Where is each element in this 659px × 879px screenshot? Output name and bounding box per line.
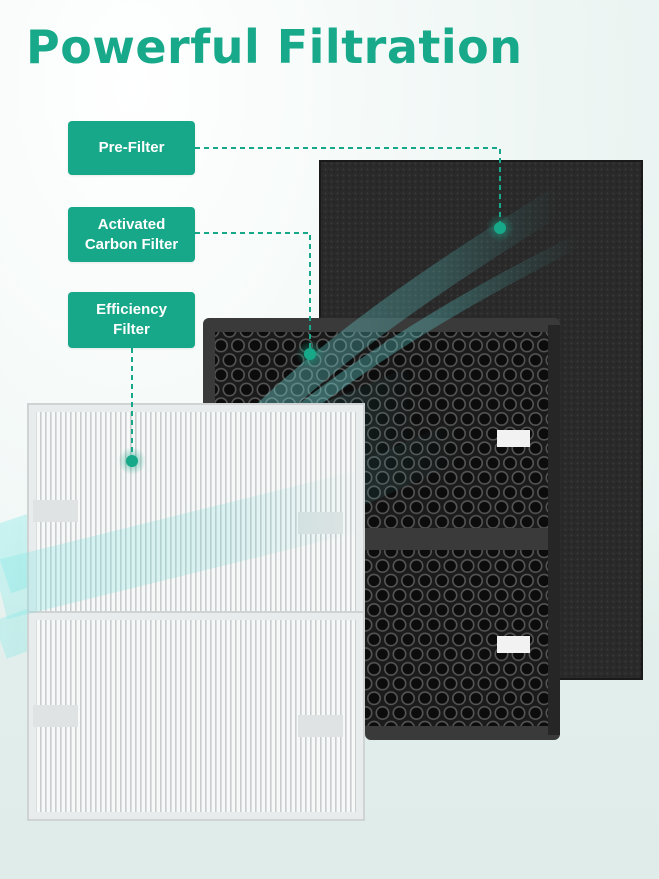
efficiency-label-line2: Filter	[113, 321, 150, 338]
pre-filter-label: Pre-Filter	[68, 121, 195, 175]
efficiency-filter-label: Efficiency Filter	[68, 292, 195, 348]
activated-label-line2: Carbon Filter	[84, 235, 179, 253]
marker-dot-icon	[118, 447, 146, 475]
pre-filter-leader	[195, 147, 501, 228]
efficiency-label-line1: Efficiency	[96, 301, 167, 318]
marker-dot-icon	[486, 214, 514, 242]
leader-lines	[131, 147, 501, 458]
activated-carbon-filter-label: Activated Carbon Filter	[68, 207, 195, 262]
efficiency-filter	[0, 403, 372, 821]
page-title: Powerful Filtration	[26, 20, 523, 74]
pre-filter-label-text: Pre-Filter	[98, 139, 165, 156]
activated-label-line1: Activated	[97, 215, 166, 233]
marker-dot-icon	[296, 340, 324, 368]
carbon-filter-leader	[195, 232, 311, 350]
